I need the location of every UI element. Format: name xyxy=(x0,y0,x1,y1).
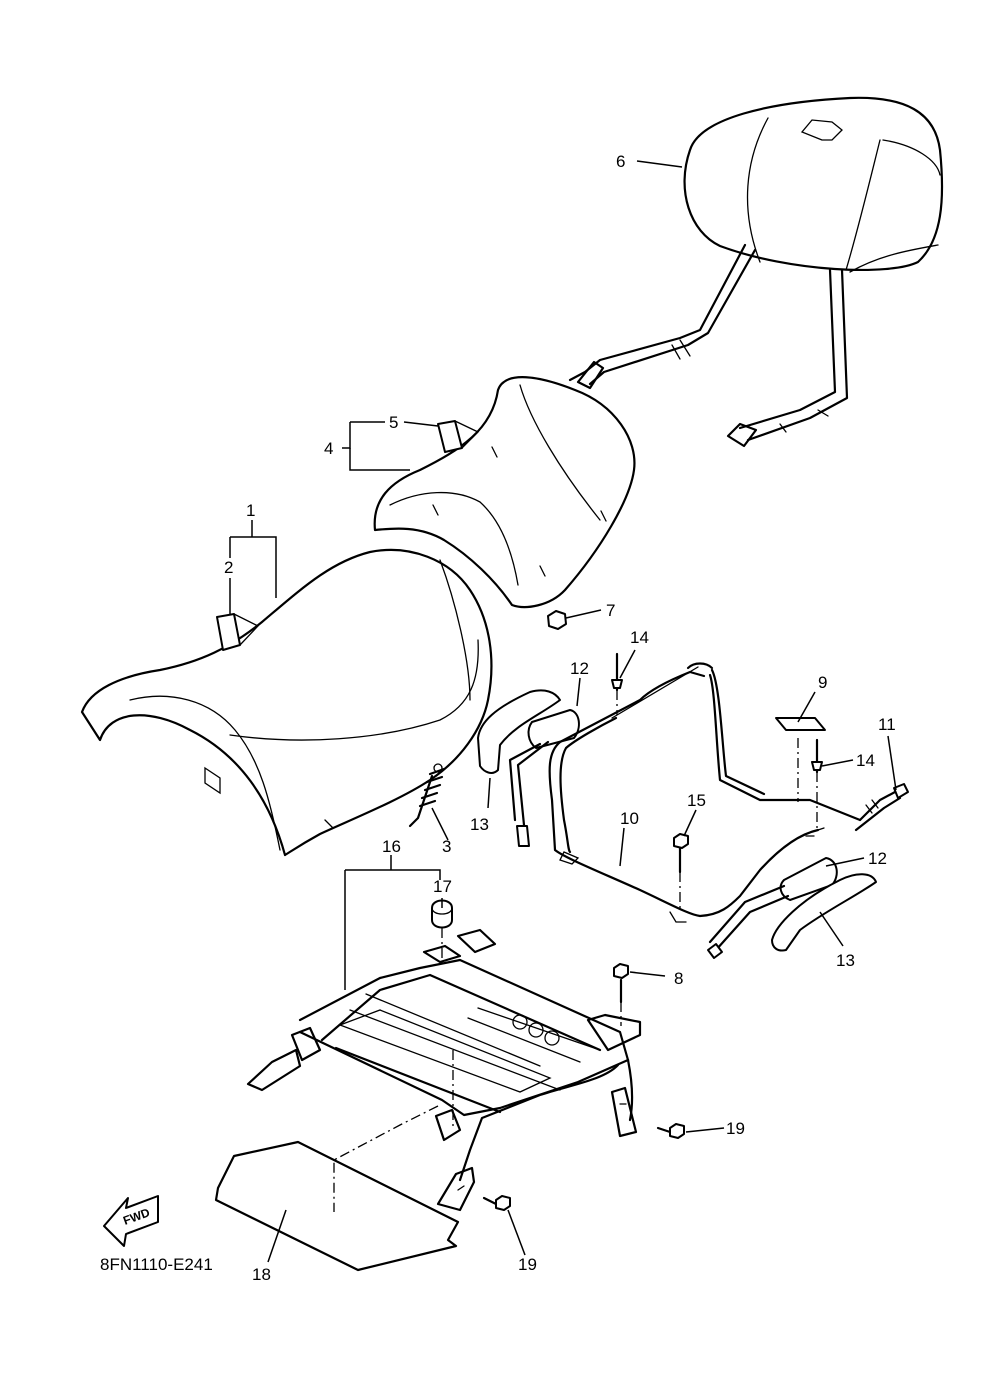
callout-6: 6 xyxy=(616,152,625,171)
callout-10: 10 xyxy=(620,809,639,828)
grip-part-13-right[interactable] xyxy=(771,873,877,952)
leader-lines xyxy=(229,160,897,1263)
sheet-part-18[interactable] xyxy=(214,1140,460,1272)
damper-part-17[interactable] xyxy=(431,899,453,929)
callout-14-lower: 14 xyxy=(856,751,875,770)
rear-seat-part-4[interactable] xyxy=(373,376,636,609)
callout-13-right: 13 xyxy=(836,951,855,970)
callout-7: 7 xyxy=(606,601,615,620)
bolt-part-15[interactable] xyxy=(673,833,689,874)
heater-lead-part-11[interactable] xyxy=(854,783,909,832)
callout-19-left: 19 xyxy=(518,1255,537,1274)
callout-14-upper: 14 xyxy=(630,628,649,647)
callout-8: 8 xyxy=(674,969,683,988)
fwd-arrow-icon: FWD xyxy=(103,1195,159,1247)
front-seat-part-1[interactable] xyxy=(80,548,493,857)
seat-frame-part-16[interactable] xyxy=(246,928,642,1212)
bolt-part-19-right[interactable] xyxy=(656,1123,685,1139)
heater-frame-part-10[interactable] xyxy=(548,662,862,923)
backrest-part-6[interactable] xyxy=(568,96,944,448)
callout-16: 16 xyxy=(382,837,401,856)
callout-5: 5 xyxy=(389,413,398,432)
front-seat-tab-part-2[interactable] xyxy=(216,613,260,651)
callout-3: 3 xyxy=(442,837,451,856)
bolt-part-8[interactable] xyxy=(613,963,629,1004)
callout-15: 15 xyxy=(687,791,706,810)
callout-11: 11 xyxy=(878,715,896,734)
tube-part-12-left[interactable] xyxy=(508,709,580,847)
callout-4: 4 xyxy=(324,439,333,458)
callout-12-left: 12 xyxy=(570,659,589,678)
rivet-part-14-upper[interactable] xyxy=(611,652,623,692)
rear-seat-tab-part-5[interactable] xyxy=(437,420,480,453)
grip-part-13-left[interactable] xyxy=(477,689,561,774)
nut-part-7[interactable] xyxy=(547,610,567,630)
callout-18: 18 xyxy=(252,1265,271,1284)
spring-part-3[interactable] xyxy=(408,763,446,828)
callout-13-left: 13 xyxy=(470,815,489,834)
callout-labels: 1 2 3 4 5 6 7 8 9 10 11 12 12 13 13 14 1… xyxy=(100,152,896,1284)
rivet-part-14-lower[interactable] xyxy=(811,738,823,774)
diagram-code: 8FN1110-E241 xyxy=(100,1255,213,1274)
assembly-lines xyxy=(333,690,818,1212)
callout-9: 9 xyxy=(818,673,827,692)
callout-19-right: 19 xyxy=(726,1119,745,1138)
callout-17: 17 xyxy=(433,877,452,896)
callout-12-right: 12 xyxy=(868,849,887,868)
bolt-part-19-left[interactable] xyxy=(482,1195,511,1211)
label-part-9[interactable] xyxy=(775,717,826,731)
callout-1: 1 xyxy=(246,501,255,520)
callout-2: 2 xyxy=(224,558,233,577)
